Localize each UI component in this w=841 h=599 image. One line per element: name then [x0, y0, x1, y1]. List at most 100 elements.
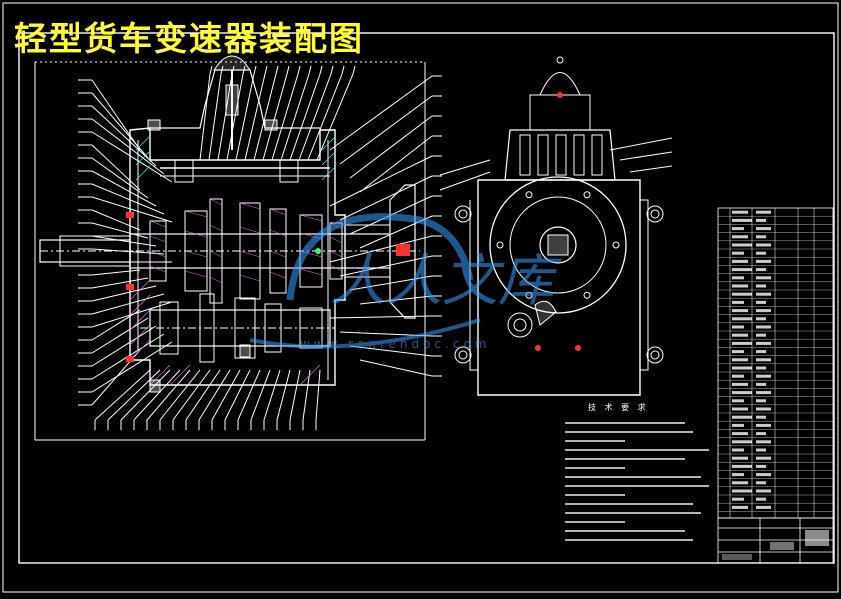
note-line — [565, 449, 709, 451]
watermark-url: www.renrendoc.com — [300, 337, 490, 351]
note-line — [565, 458, 685, 460]
table-cell-text — [732, 423, 744, 427]
technical-notes-lines — [565, 422, 709, 541]
leader-line — [298, 73, 332, 161]
gear-hatch — [209, 224, 223, 232]
table-cell-text — [756, 423, 771, 427]
table-cell-text — [756, 489, 771, 493]
note-line — [565, 512, 701, 514]
title-block — [717, 517, 834, 564]
table-cell-text — [732, 300, 744, 304]
table-cell-text — [732, 432, 748, 436]
leader-line — [91, 170, 157, 207]
leader-tick — [352, 65, 356, 75]
table-cell-text — [756, 456, 771, 460]
table-cell-text — [732, 497, 744, 501]
table-cell-text — [732, 317, 752, 321]
leader-tick — [264, 65, 268, 75]
table-cell-text — [756, 235, 766, 239]
gear-hatch — [149, 265, 167, 273]
leader-line — [91, 341, 173, 393]
table-cell-text — [732, 341, 752, 345]
table-cell-text — [756, 333, 766, 337]
table-cell-text — [756, 358, 771, 362]
leader-line — [133, 369, 181, 421]
table-cell-text — [756, 284, 766, 288]
table-cell-text — [732, 489, 752, 493]
table-cell-text — [732, 374, 744, 378]
watermark: 人人文库 www.renrendoc.com — [249, 213, 562, 351]
inner-frame — [18, 32, 835, 564]
gear-hatch — [329, 250, 343, 258]
leader-tick — [253, 65, 257, 75]
gear-hatch — [269, 271, 287, 279]
table-cell-text — [756, 341, 771, 345]
table-cell-text — [756, 276, 771, 280]
leader-line — [211, 369, 241, 421]
leader-line — [91, 196, 173, 223]
table-cell-text — [756, 227, 771, 231]
leader-line — [91, 277, 149, 289]
table-cell-text — [732, 391, 752, 395]
table-cell-text — [732, 464, 752, 468]
leader-line — [107, 369, 161, 421]
bolt-hole — [612, 241, 620, 249]
table-cell-text — [732, 284, 748, 288]
gear-hatch — [329, 264, 343, 272]
table-cell-text — [756, 391, 771, 395]
leader-line — [91, 105, 157, 167]
note-line — [565, 422, 685, 424]
leader-line — [159, 369, 201, 421]
leader-line — [91, 325, 157, 367]
leader-line — [329, 155, 433, 207]
table-cell-text — [732, 210, 748, 214]
leader-line — [91, 183, 165, 215]
gear-hatch — [149, 220, 167, 228]
table-cell-text — [732, 473, 744, 477]
gear-hatch — [209, 250, 223, 258]
gear-hatch — [239, 202, 261, 210]
table-cell-text — [732, 292, 752, 296]
table-cell-text — [756, 382, 766, 386]
watermark-text: 人人文库 — [330, 249, 562, 314]
table-cell-text — [756, 374, 771, 378]
table-cell-text — [756, 292, 771, 296]
table-cell-text — [732, 366, 752, 370]
table-cell-text — [732, 415, 752, 419]
leader-line — [315, 369, 321, 421]
leader-line — [237, 369, 261, 421]
table-cell-text — [756, 497, 766, 501]
table-cell-text — [756, 432, 766, 436]
note-line — [565, 467, 625, 469]
table-cell-text — [756, 350, 766, 354]
leader-line — [271, 73, 299, 161]
table-cell-text — [756, 243, 771, 247]
leader-lines-bottom — [94, 369, 321, 430]
table-cell-text — [732, 448, 744, 452]
leader-line — [91, 118, 165, 175]
leader-line — [244, 73, 266, 161]
table-cell-text — [732, 481, 748, 485]
leader-line — [307, 73, 343, 161]
leader-tick — [209, 65, 213, 75]
table-cell-text — [732, 251, 744, 255]
bolt-hole — [525, 191, 533, 199]
technical-notes-heading: 技 术 要 求 — [588, 403, 649, 412]
leader-line — [276, 369, 291, 421]
gear-hatch — [209, 198, 223, 206]
leader-line — [359, 295, 433, 305]
leader-line — [289, 369, 301, 421]
table-cell-text — [732, 333, 748, 337]
counter-gear — [264, 303, 282, 353]
table-cell-text — [732, 243, 752, 247]
note-line — [565, 539, 693, 541]
end-view — [439, 56, 673, 396]
counter-gear — [234, 297, 256, 359]
gear-hatch — [269, 229, 287, 237]
table-cell-text — [732, 268, 752, 272]
table-cell-text — [756, 366, 766, 370]
leader-line — [262, 73, 288, 161]
note-line — [565, 503, 693, 505]
parts-list-table — [717, 207, 834, 519]
